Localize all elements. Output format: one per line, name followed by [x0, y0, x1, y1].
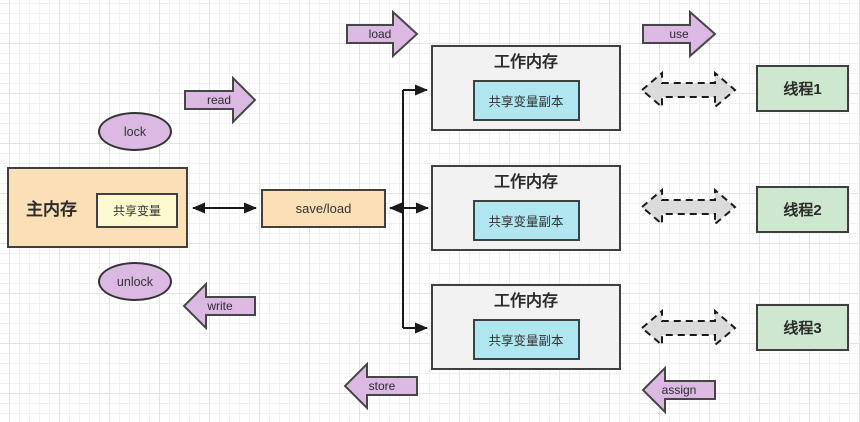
main-memory-title: 主内存 [26, 200, 77, 219]
main-memory-box: 主内存 共享变量 [7, 167, 188, 248]
unlock-ellipse: unlock [98, 262, 172, 301]
working-memory-box-2: 工作内存 共享变量副本 [431, 165, 621, 251]
thread-3-box: 线程3 [756, 304, 849, 351]
store-arrow-icon [343, 361, 418, 411]
store-arrow-label: store [368, 379, 396, 393]
use-arrow-icon [642, 9, 717, 59]
read-arrow-icon [184, 75, 257, 125]
shared-variable-copy-box: 共享变量副本 [472, 200, 580, 241]
wm1-thread1-sync-arrow-icon [640, 70, 737, 110]
working-memory-title: 工作内存 [493, 174, 558, 191]
shared-variable-copy-box: 共享变量副本 [472, 80, 580, 121]
assign-arrow-icon [641, 365, 716, 415]
load-arrow-label: load [368, 27, 392, 41]
write-arrow-label: write [207, 299, 233, 313]
save-load-box: save/load [261, 189, 386, 228]
working-memory-box-1: 工作内存 共享变量副本 [431, 45, 621, 131]
working-memory-box-3: 工作内存 共享变量副本 [431, 284, 621, 370]
load-arrow-icon [346, 9, 419, 59]
read-arrow-label: read [206, 93, 232, 107]
thread-1-box: 线程1 [756, 65, 849, 112]
working-memory-title: 工作内存 [493, 293, 558, 310]
wm3-thread3-sync-arrow-icon [640, 308, 737, 348]
wm2-thread2-sync-arrow-icon [640, 187, 737, 227]
lock-ellipse: lock [98, 112, 172, 151]
write-arrow-icon [182, 281, 256, 331]
thread-2-box: 线程2 [756, 186, 849, 233]
shared-variable-copy-box: 共享变量副本 [472, 319, 580, 360]
working-memory-title: 工作内存 [493, 54, 558, 71]
use-arrow-label: use [669, 27, 689, 41]
shared-variable-box: 共享变量 [96, 193, 178, 228]
assign-arrow-label: assign [661, 383, 697, 397]
